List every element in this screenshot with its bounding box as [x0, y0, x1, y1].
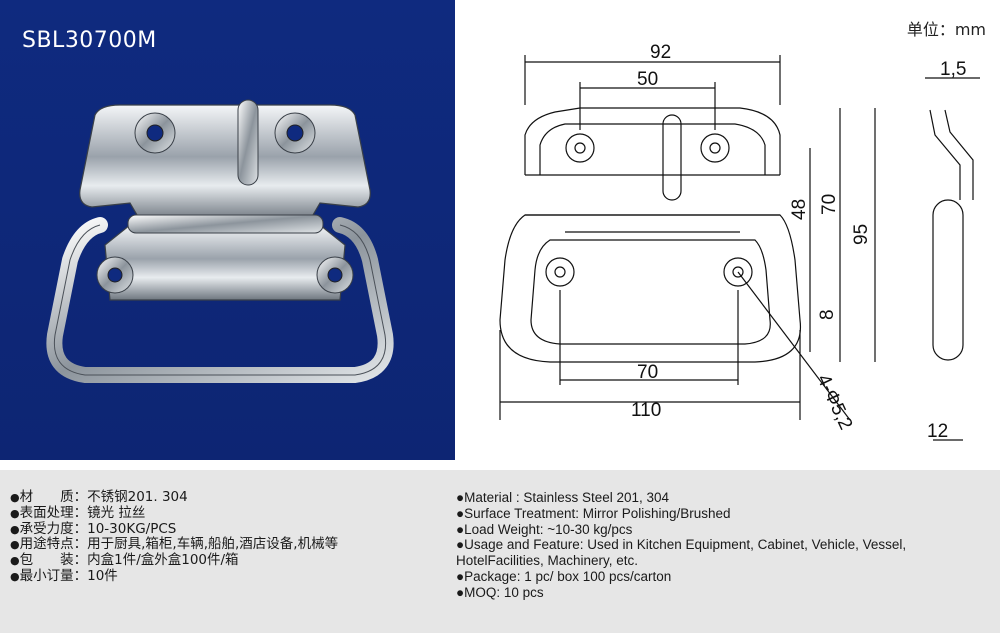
spec-cn-row: ●承受力度：10-30KG/PCS	[10, 520, 177, 537]
spec-en-row: ●Material : Stainless Steel 201, 304	[456, 490, 670, 505]
spec-cn-row: ●用途特点：用于厨具,箱柜,车辆,船舶,酒店设备,机械等	[10, 536, 339, 553]
spec-en-row: ●MOQ: 10 pcs	[456, 584, 544, 600]
spec-cn-row: ●最小订量：10件	[10, 567, 118, 584]
product-photo-panel: SBL30700M	[0, 0, 455, 460]
dim-50: 50	[637, 69, 658, 90]
dim-70-vertical: 70	[819, 194, 840, 215]
dimension-drawing	[499, 55, 980, 441]
dim-hole-diameter: 4-Φ5,2	[812, 371, 856, 433]
spec-cn-row: ●材 质：不锈钢201. 304	[10, 489, 188, 505]
unit-label: 单位：mm	[906, 20, 986, 39]
spec-en-row: ●Surface Treatment: Mirror Polishing/Bru…	[456, 505, 731, 521]
model-number: SBL30700M	[22, 28, 157, 53]
technical-drawing-panel: 单位：mm	[455, 0, 1000, 460]
dimension-labels: 92 50 1,5 48 70 95 8 70 110 4-Φ5,2 12	[631, 42, 966, 442]
specification-area: ●材 质：不锈钢201. 304 ●表面处理：镜光 拉丝 ●承受力度：10-30…	[0, 470, 1000, 633]
dim-95: 95	[851, 224, 872, 245]
dim-12: 12	[927, 421, 948, 442]
dim-1-5: 1,5	[940, 59, 966, 80]
dim-48: 48	[789, 199, 810, 220]
dim-92: 92	[650, 42, 671, 63]
specs-chinese: ●材 质：不锈钢201. 304 ●表面处理：镜光 拉丝 ●承受力度：10-30…	[10, 489, 450, 585]
dim-70-bottom: 70	[637, 362, 658, 383]
spec-cn-row: ●表面处理：镜光 拉丝	[10, 504, 146, 521]
spec-en-row: ●Load Weight: ~10-30 kg/pcs	[456, 521, 633, 537]
spec-en-row: HotelFacilities, Machinery, etc.	[456, 553, 639, 569]
spec-en-row: ●Usage and Feature: Used in Kitchen Equi…	[456, 537, 907, 553]
dim-110: 110	[631, 400, 661, 421]
specs-english: ●Material : Stainless Steel 201, 304 ●Su…	[456, 490, 986, 601]
dim-8: 8	[817, 309, 838, 320]
spec-en-row: ●Package: 1 pc/ box 100 pcs/carton	[456, 568, 672, 584]
handle-photo	[46, 99, 394, 383]
spec-cn-row: ●包 装：内盒1件/盒外盒100件/箱	[10, 552, 239, 569]
